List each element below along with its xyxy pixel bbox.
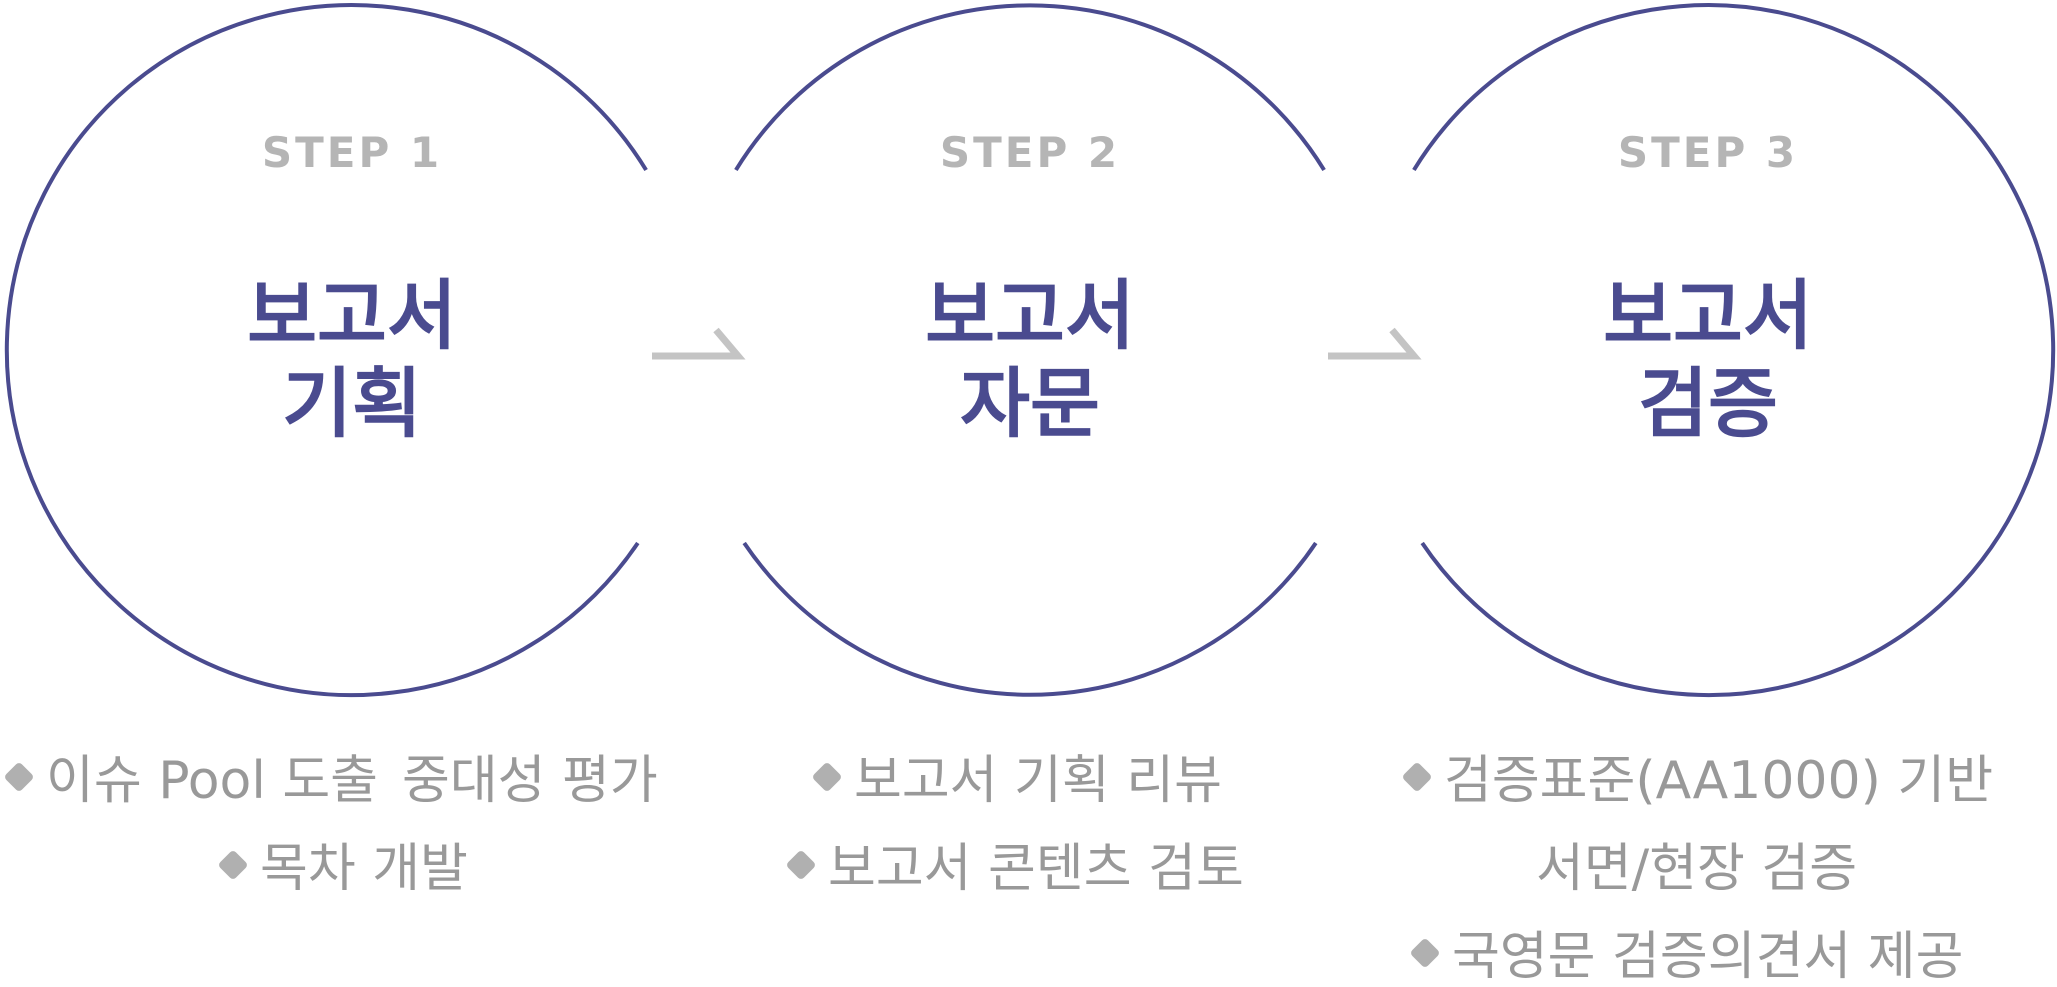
step-3-label: STEP 3 — [1617, 128, 1799, 177]
step-3-detail-text: 서면/현장 검증 — [1536, 839, 1858, 899]
step-2-title-line1: 보고서 — [925, 271, 1135, 360]
step-2-detail-text: 보고서 콘텐츠 검토 — [828, 839, 1244, 899]
step-3-detail-item: 서면/현장 검증 — [1536, 836, 1857, 899]
step-1-label: STEP 1 — [261, 128, 443, 177]
step-1-detail-text: 중대성 평가 — [402, 751, 658, 811]
step-2-label: STEP 2 — [939, 128, 1121, 177]
step-3-detail-item: 국영문 검증의견서 제공 — [1409, 924, 1964, 987]
step-1-detail-item: 목차 개발 — [217, 836, 468, 899]
step-1-title-line1: 보고서 — [247, 271, 457, 360]
diamond-bullet-icon — [785, 849, 817, 881]
step-2-circle-top-arc — [734, 3, 1326, 172]
diamond-bullet-icon — [1401, 761, 1433, 793]
step-3-detail-item: 검증표준(AA1000) 기반 — [1401, 748, 1994, 811]
diamond-bullet-icon — [1409, 937, 1441, 969]
step-2-title-line2: 자문 — [960, 359, 1100, 448]
diamond-bullet-icon — [811, 761, 843, 793]
chevron-arrow-right-icon — [1328, 327, 1422, 360]
step-3-detail-text: 국영문 검증의견서 제공 — [1452, 927, 1964, 987]
step-1-title: 보고서 기획 — [32, 272, 672, 448]
step-3-detail-text: 검증표준(AA1000) 기반 — [1444, 751, 1994, 811]
step-2-detail-text: 보고서 기획 리뷰 — [854, 751, 1222, 811]
step-3-title: 보고서 검증 — [1388, 272, 2028, 448]
step-1-circle-top-arc — [4, 3, 648, 698]
step-1-detail-item: 이슈 Pool 도출 중대성 평가 — [3, 748, 658, 811]
step-1-detail-text: 목차 개발 — [260, 839, 468, 899]
diamond-bullet-icon — [217, 849, 249, 881]
step-3-circle-arc — [1412, 3, 2056, 698]
step-3-title-line2: 검증 — [1638, 359, 1778, 448]
diamond-bullet-icon — [3, 761, 35, 793]
step-2-detail-item: 보고서 콘텐츠 검토 — [785, 836, 1244, 899]
step-2-title: 보고서 자문 — [710, 272, 1350, 448]
step-2-circle-bottom-arc — [742, 541, 1318, 697]
step-1-title-line2: 기획 — [282, 359, 422, 448]
step-1-detail-text: 이슈 Pool 도출 — [46, 751, 378, 811]
step-2-detail-item: 보고서 기획 리뷰 — [811, 748, 1222, 811]
chevron-arrow-right-icon — [652, 327, 746, 360]
step-3-title-line1: 보고서 — [1603, 271, 1813, 360]
